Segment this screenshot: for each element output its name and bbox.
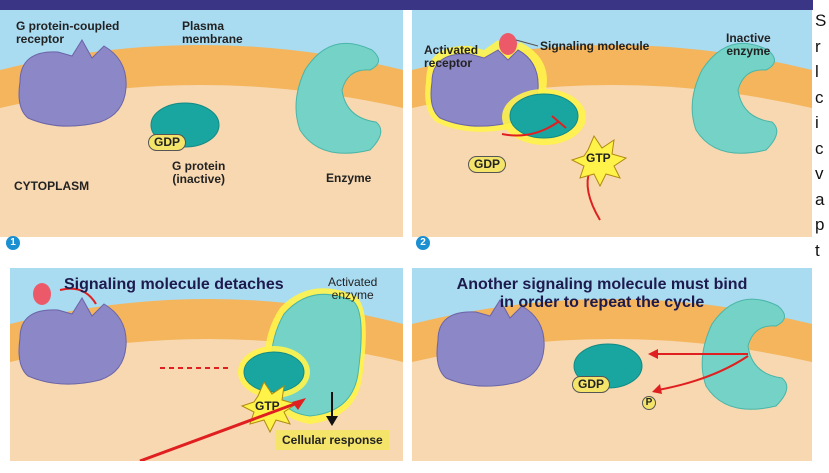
label-gprotein: G protein (inactive) <box>172 159 226 186</box>
side-letter: S <box>815 11 827 30</box>
side-letter: v <box>815 164 824 183</box>
label-activated-enzyme: Activated enzyme <box>328 275 378 302</box>
panel-step-3: Signaling molecule detaches Activated en… <box>10 268 403 461</box>
panel-4-title: Another signaling molecule must bind in … <box>456 276 748 311</box>
panel-4-illustration <box>412 298 812 461</box>
panel-2-illustration <box>412 33 812 237</box>
label-cellular-response: Cellular response <box>276 430 389 450</box>
receptor-shape <box>18 39 127 127</box>
step-badge-2: 2 <box>416 236 430 250</box>
label-phosphate: P <box>642 396 656 410</box>
label-plasma-membrane: Plasma membrane <box>182 19 243 46</box>
gprotein-shape <box>509 93 579 139</box>
label-activated-receptor: Activated receptor <box>424 43 479 70</box>
side-letter: c <box>815 138 824 158</box>
side-letter: r <box>815 36 821 56</box>
panel-3-title: Signaling molecule detaches <box>64 276 284 293</box>
top-bar <box>0 0 813 10</box>
panel-step-2: Activated receptor Signaling molecule In… <box>412 10 812 237</box>
panel-1-illustration <box>0 39 403 237</box>
label-gtp: GTP <box>255 399 280 413</box>
label-gdp: GDP <box>148 134 187 151</box>
receptor-shape <box>18 297 127 385</box>
side-letter: t <box>815 240 820 260</box>
label-cytoplasm: CYTOPLASM <box>14 179 90 193</box>
enzyme-shape <box>295 42 382 154</box>
label-gdp: GDP <box>468 156 507 173</box>
signaling-molecule-shape <box>33 283 51 305</box>
label-gpcr: G protein-coupled receptor <box>16 19 120 46</box>
side-letter: l <box>815 62 819 81</box>
signaling-molecule-shape <box>499 33 517 55</box>
gprotein-shape <box>243 351 305 393</box>
enzyme-shape <box>691 42 778 154</box>
label-gdp: GDP <box>572 376 611 393</box>
panel-step-1: G protein-coupled receptor Plasma membra… <box>0 10 403 237</box>
side-letter: i <box>815 113 819 132</box>
label-enzyme: Enzyme <box>326 171 372 185</box>
label-inactive-enzyme: Inactive enzyme <box>726 31 771 58</box>
panel-step-4: Another signaling molecule must bind in … <box>412 268 812 461</box>
receptor-shape <box>436 299 545 387</box>
label-gtp: GTP <box>586 151 611 165</box>
label-signaling-molecule: Signaling molecule <box>540 39 650 53</box>
gtp-starburst <box>570 134 628 188</box>
side-letter: a <box>815 189 825 209</box>
side-letter: p <box>815 215 825 234</box>
step-badge-1: 1 <box>6 236 20 250</box>
pointer-arrow <box>139 400 301 461</box>
side-letter: c <box>815 87 824 107</box>
